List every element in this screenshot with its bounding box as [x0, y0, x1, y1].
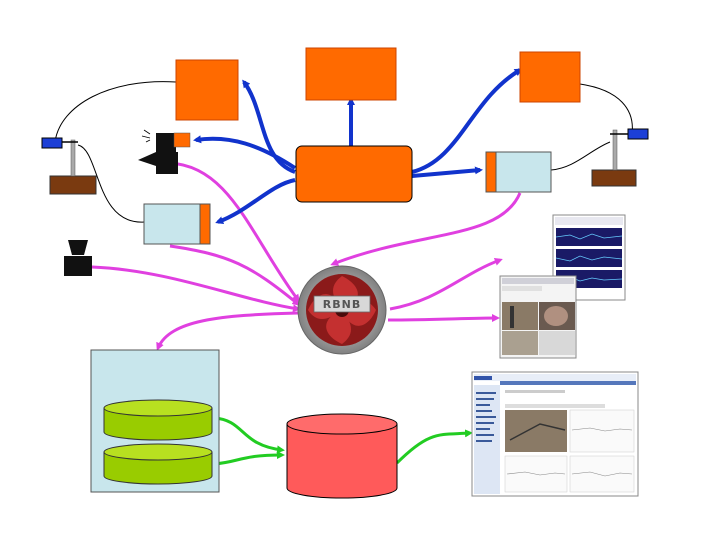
arrow-ctrl-to-daq-right	[411, 166, 483, 178]
arrow-camera2-to-hub	[91, 265, 301, 313]
control-box-right	[519, 51, 581, 103]
arrow-repository-to-portal	[395, 429, 473, 465]
web-portal-screenshot	[471, 371, 639, 497]
arrow-ctrl-to-camera	[193, 135, 297, 170]
arrow-daq-left-to-hub	[169, 244, 301, 306]
cable-left-bottom	[77, 144, 145, 223]
arrow-db2-to-repository	[213, 451, 285, 466]
database-cylinder-icon	[103, 399, 213, 441]
arrow-db1-to-repository	[213, 416, 285, 454]
arrow-daq-right-to-hub	[330, 192, 522, 266]
sensor-cables	[54, 81, 633, 223]
strain-gauge-stand-icon	[41, 137, 97, 195]
video-camera-icon	[64, 240, 92, 276]
arrow-hub-to-storage	[156, 311, 299, 351]
data-flow-arrows	[91, 161, 522, 351]
arrow-ctrl-to-right-box	[411, 68, 523, 174]
rbnb-turbine-logo: RBNB	[297, 265, 387, 355]
database-cylinder-icon	[286, 413, 398, 499]
control-arrows	[193, 68, 523, 224]
arrow-camera-to-hub	[167, 161, 300, 303]
arrow-ctrl-to-daq-left	[215, 178, 296, 224]
daq-device-right	[485, 151, 552, 193]
control-box-left	[175, 59, 239, 121]
data-turbine-storage-panel	[90, 349, 220, 493]
central-controller-box	[295, 145, 413, 203]
control-box-top	[305, 47, 397, 101]
daq-device-left	[143, 203, 211, 245]
arrow-ctrl-to-left-box	[242, 79, 296, 174]
video-viewer-screenshot	[499, 275, 577, 359]
logo-label: RBNB	[323, 298, 361, 311]
cable-right-side	[550, 141, 611, 171]
arrow-hub-to-viewers	[389, 258, 503, 311]
archive-arrows	[213, 416, 473, 466]
video-camera-icon	[138, 129, 191, 174]
strain-gauge-stand-icon	[591, 128, 649, 187]
arrow-hub-to-video	[387, 314, 500, 323]
database-cylinder-icon	[103, 443, 213, 485]
cable-left-top	[54, 81, 177, 143]
cable-right-top	[579, 83, 633, 135]
